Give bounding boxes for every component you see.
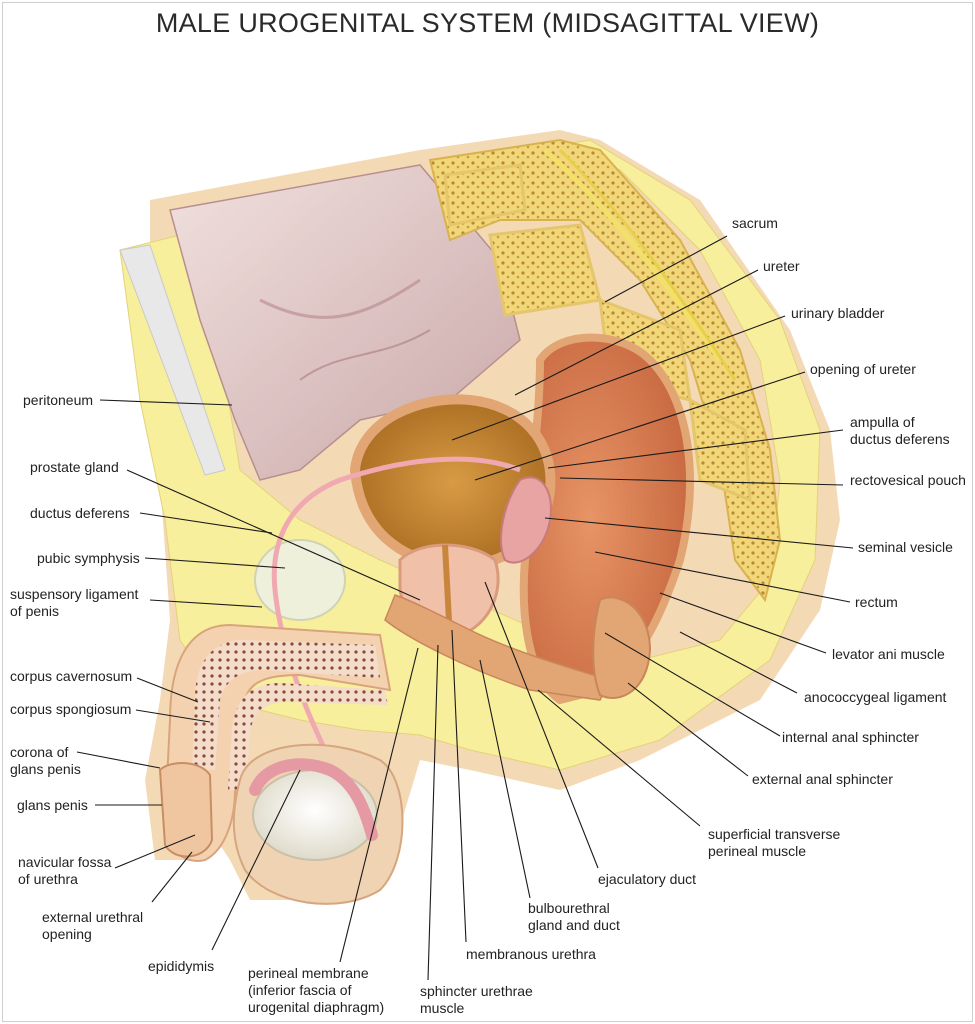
label-levator-ani: levator ani muscle xyxy=(832,646,945,662)
label-corona: corona of glans penis xyxy=(10,744,81,777)
label-suspensory-ligament: suspensory ligament of penis xyxy=(10,586,139,619)
label-perineal-membrane: perineal membrane (inferior fascia of ur… xyxy=(248,965,385,1015)
testis-shape xyxy=(252,769,378,861)
label-peritoneum: peritoneum xyxy=(23,392,94,408)
leader-anococcygeal xyxy=(679,631,798,694)
leader-levator-ani xyxy=(659,592,827,654)
label-navicular-fossa: navicular fossa of urethra xyxy=(18,854,112,887)
leader-superficial-transverse xyxy=(537,689,701,827)
label-anococcygeal: anococcygeal ligament xyxy=(804,689,947,705)
label-sacrum: sacrum xyxy=(732,215,778,231)
leader-external-urethral xyxy=(151,851,193,903)
label-ureter: ureter xyxy=(763,258,800,274)
label-rectum: rectum xyxy=(855,594,898,610)
leader-rectum xyxy=(594,551,851,603)
label-seminal-vesicle: seminal vesicle xyxy=(858,539,953,555)
label-urinary-bladder: urinary bladder xyxy=(791,305,885,321)
label-prostate-gland: prostate gland xyxy=(30,459,119,475)
pubic-symphysis-shape xyxy=(254,539,346,621)
label-external-urethral-opening: external urethral opening xyxy=(42,909,144,942)
leader-corpus-spongiosum xyxy=(135,709,211,723)
label-rectovesical-pouch: rectovesical pouch xyxy=(850,472,966,488)
label-bulbourethral: bulbourethral gland and duct xyxy=(528,900,620,933)
label-ductus-deferens: ductus deferens xyxy=(30,505,130,521)
label-corpus-cavernosum: corpus cavernosum xyxy=(10,668,133,684)
label-ampulla: ampulla of ductus deferens xyxy=(850,414,950,447)
glans-shape xyxy=(158,762,214,858)
leader-sphincter xyxy=(427,644,439,981)
leader-perineal-membrane xyxy=(339,647,419,963)
epididymis-shape xyxy=(249,758,378,841)
leader-internal-anal xyxy=(604,632,781,737)
label-pubic-symphysis: pubic symphysis xyxy=(37,550,140,566)
leader-sacrum xyxy=(604,235,728,303)
leader-rectovesical xyxy=(559,477,844,486)
leader-seminal-vesicle xyxy=(544,517,854,549)
leader-ampulla xyxy=(547,429,844,469)
label-external-anal-sphincter: external anal sphincter xyxy=(752,771,893,787)
leader-ductus-deferens xyxy=(139,512,273,534)
leader-urinary-bladder xyxy=(451,315,786,441)
abdominal-wall xyxy=(119,244,226,476)
corpus-cavernosum-shape xyxy=(192,640,380,770)
leader-corpus-cavernosum xyxy=(136,677,199,703)
leader-navicular xyxy=(114,834,196,869)
label-ejaculatory-duct: ejaculatory duct xyxy=(598,871,697,887)
leader-suspensory xyxy=(149,599,263,608)
leader-pubic-symphysis xyxy=(144,557,286,569)
label-sphincter-urethrae: sphincter urethrae muscle xyxy=(420,983,533,1016)
leader-bulbourethral xyxy=(479,659,531,899)
leader-opening-of-ureter xyxy=(474,371,806,481)
leader-epididymis xyxy=(211,769,301,951)
leader-ejaculatory xyxy=(484,581,599,869)
label-opening-of-ureter: opening of ureter xyxy=(810,361,916,377)
leader-lines xyxy=(76,235,854,981)
leader-external-anal xyxy=(627,682,749,777)
seminal-vesicle-shape xyxy=(499,476,552,564)
label-epididymis: epididymis xyxy=(148,958,215,974)
label-internal-anal-sphincter: internal anal sphincter xyxy=(782,729,919,745)
leader-prostate xyxy=(126,469,421,601)
leader-peritoneum xyxy=(99,399,233,406)
leader-membranous xyxy=(451,629,467,943)
perineal-muscle-shape xyxy=(384,594,612,701)
label-membranous-urethra: membranous urethra xyxy=(466,946,596,962)
label-superficial-transverse: superficial transverse perineal muscle xyxy=(708,826,841,859)
label-glans-penis: glans penis xyxy=(17,797,88,813)
leader-ureter xyxy=(514,269,759,396)
leader-corona xyxy=(76,751,161,769)
anal-sphincter-shape xyxy=(592,596,652,699)
label-corpus-spongiosum: corpus spongiosum xyxy=(10,701,132,717)
diagram-title: MALE UROGENITAL SYSTEM (MIDSAGITTAL VIEW… xyxy=(155,8,820,38)
